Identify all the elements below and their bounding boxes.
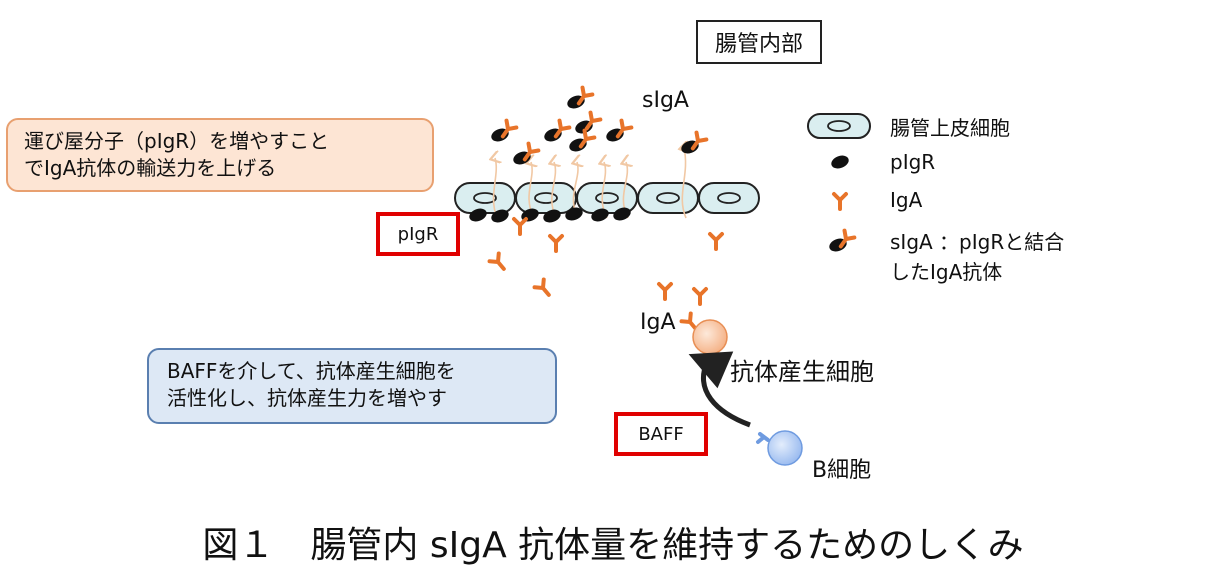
pigr-callout: 運び屋分子（pIgR）を増やすこと でIgA抗体の輸送力を上げる [6, 118, 434, 192]
legend-pigr-text: pIgR [890, 150, 936, 174]
legend-iga-text: IgA [890, 188, 923, 212]
plasma-cell [692, 319, 728, 355]
pigr-callout-line1: 運び屋分子（pIgR）を増やすこと [24, 129, 330, 153]
pigr-red-box-label: pIgR [397, 223, 439, 245]
legend-icons [807, 113, 871, 254]
lumen-label: 腸管内部 [714, 32, 803, 57]
baff-callout-line1: BAFFを介して、抗体産生細胞を [167, 359, 456, 383]
differentiation-arrow [688, 351, 751, 428]
baff-red-box-label: BAFF [638, 423, 684, 445]
epithelial-layer [454, 182, 760, 214]
epithelial-cell [698, 182, 760, 214]
plasma-cell-label: 抗体産生細胞 [730, 358, 874, 386]
legend-epithelial-text: 腸管上皮細胞 [890, 116, 1010, 140]
legend-iga-icon [832, 192, 848, 211]
epithelial-cell [515, 182, 577, 214]
pigr-callout-line2: でIgA抗体の輸送力を上げる [24, 156, 277, 180]
figure-caption: 図１ 腸管内 sIgA 抗体量を維持するためのしくみ [202, 525, 1024, 566]
b-cell-label: B細胞 [812, 458, 872, 483]
epithelial-cell [454, 182, 516, 214]
b-cell [756, 430, 803, 466]
legend-siga-text-line2: したIgA抗体 [890, 260, 1003, 284]
baff-callout: BAFFを介して、抗体産生細胞を 活性化し、抗体産生力を増やす [147, 348, 557, 424]
baff-red-box: BAFF [614, 412, 708, 456]
legend-epithelial-icon [807, 113, 871, 139]
epithelial-cell [637, 182, 699, 214]
legend-siga-text-line1: sIgA ：pIgRと結合 [890, 230, 1065, 254]
pigr-red-box: pIgR [376, 212, 460, 256]
legend-pigr-icon [829, 153, 851, 171]
siga-label: sIgA [642, 88, 689, 113]
iga-molecules [487, 217, 724, 335]
legend-siga-icon [827, 228, 857, 254]
baff-callout-line2: 活性化し、抗体産生力を増やす [167, 386, 447, 410]
iga-cell-label: IgA [640, 310, 676, 335]
lumen-label-box: 腸管内部 [696, 20, 822, 64]
